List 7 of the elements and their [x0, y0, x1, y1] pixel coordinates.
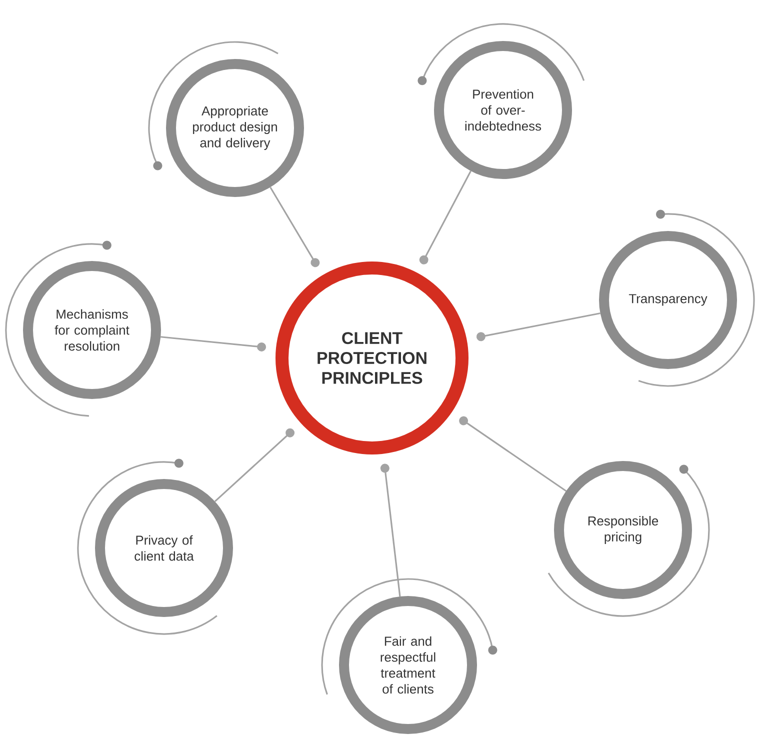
connector	[380, 464, 401, 597]
connector	[214, 428, 295, 502]
connector	[459, 416, 567, 492]
connector	[160, 336, 266, 352]
connector	[476, 312, 600, 342]
connector	[270, 186, 320, 268]
connector	[419, 170, 472, 264]
